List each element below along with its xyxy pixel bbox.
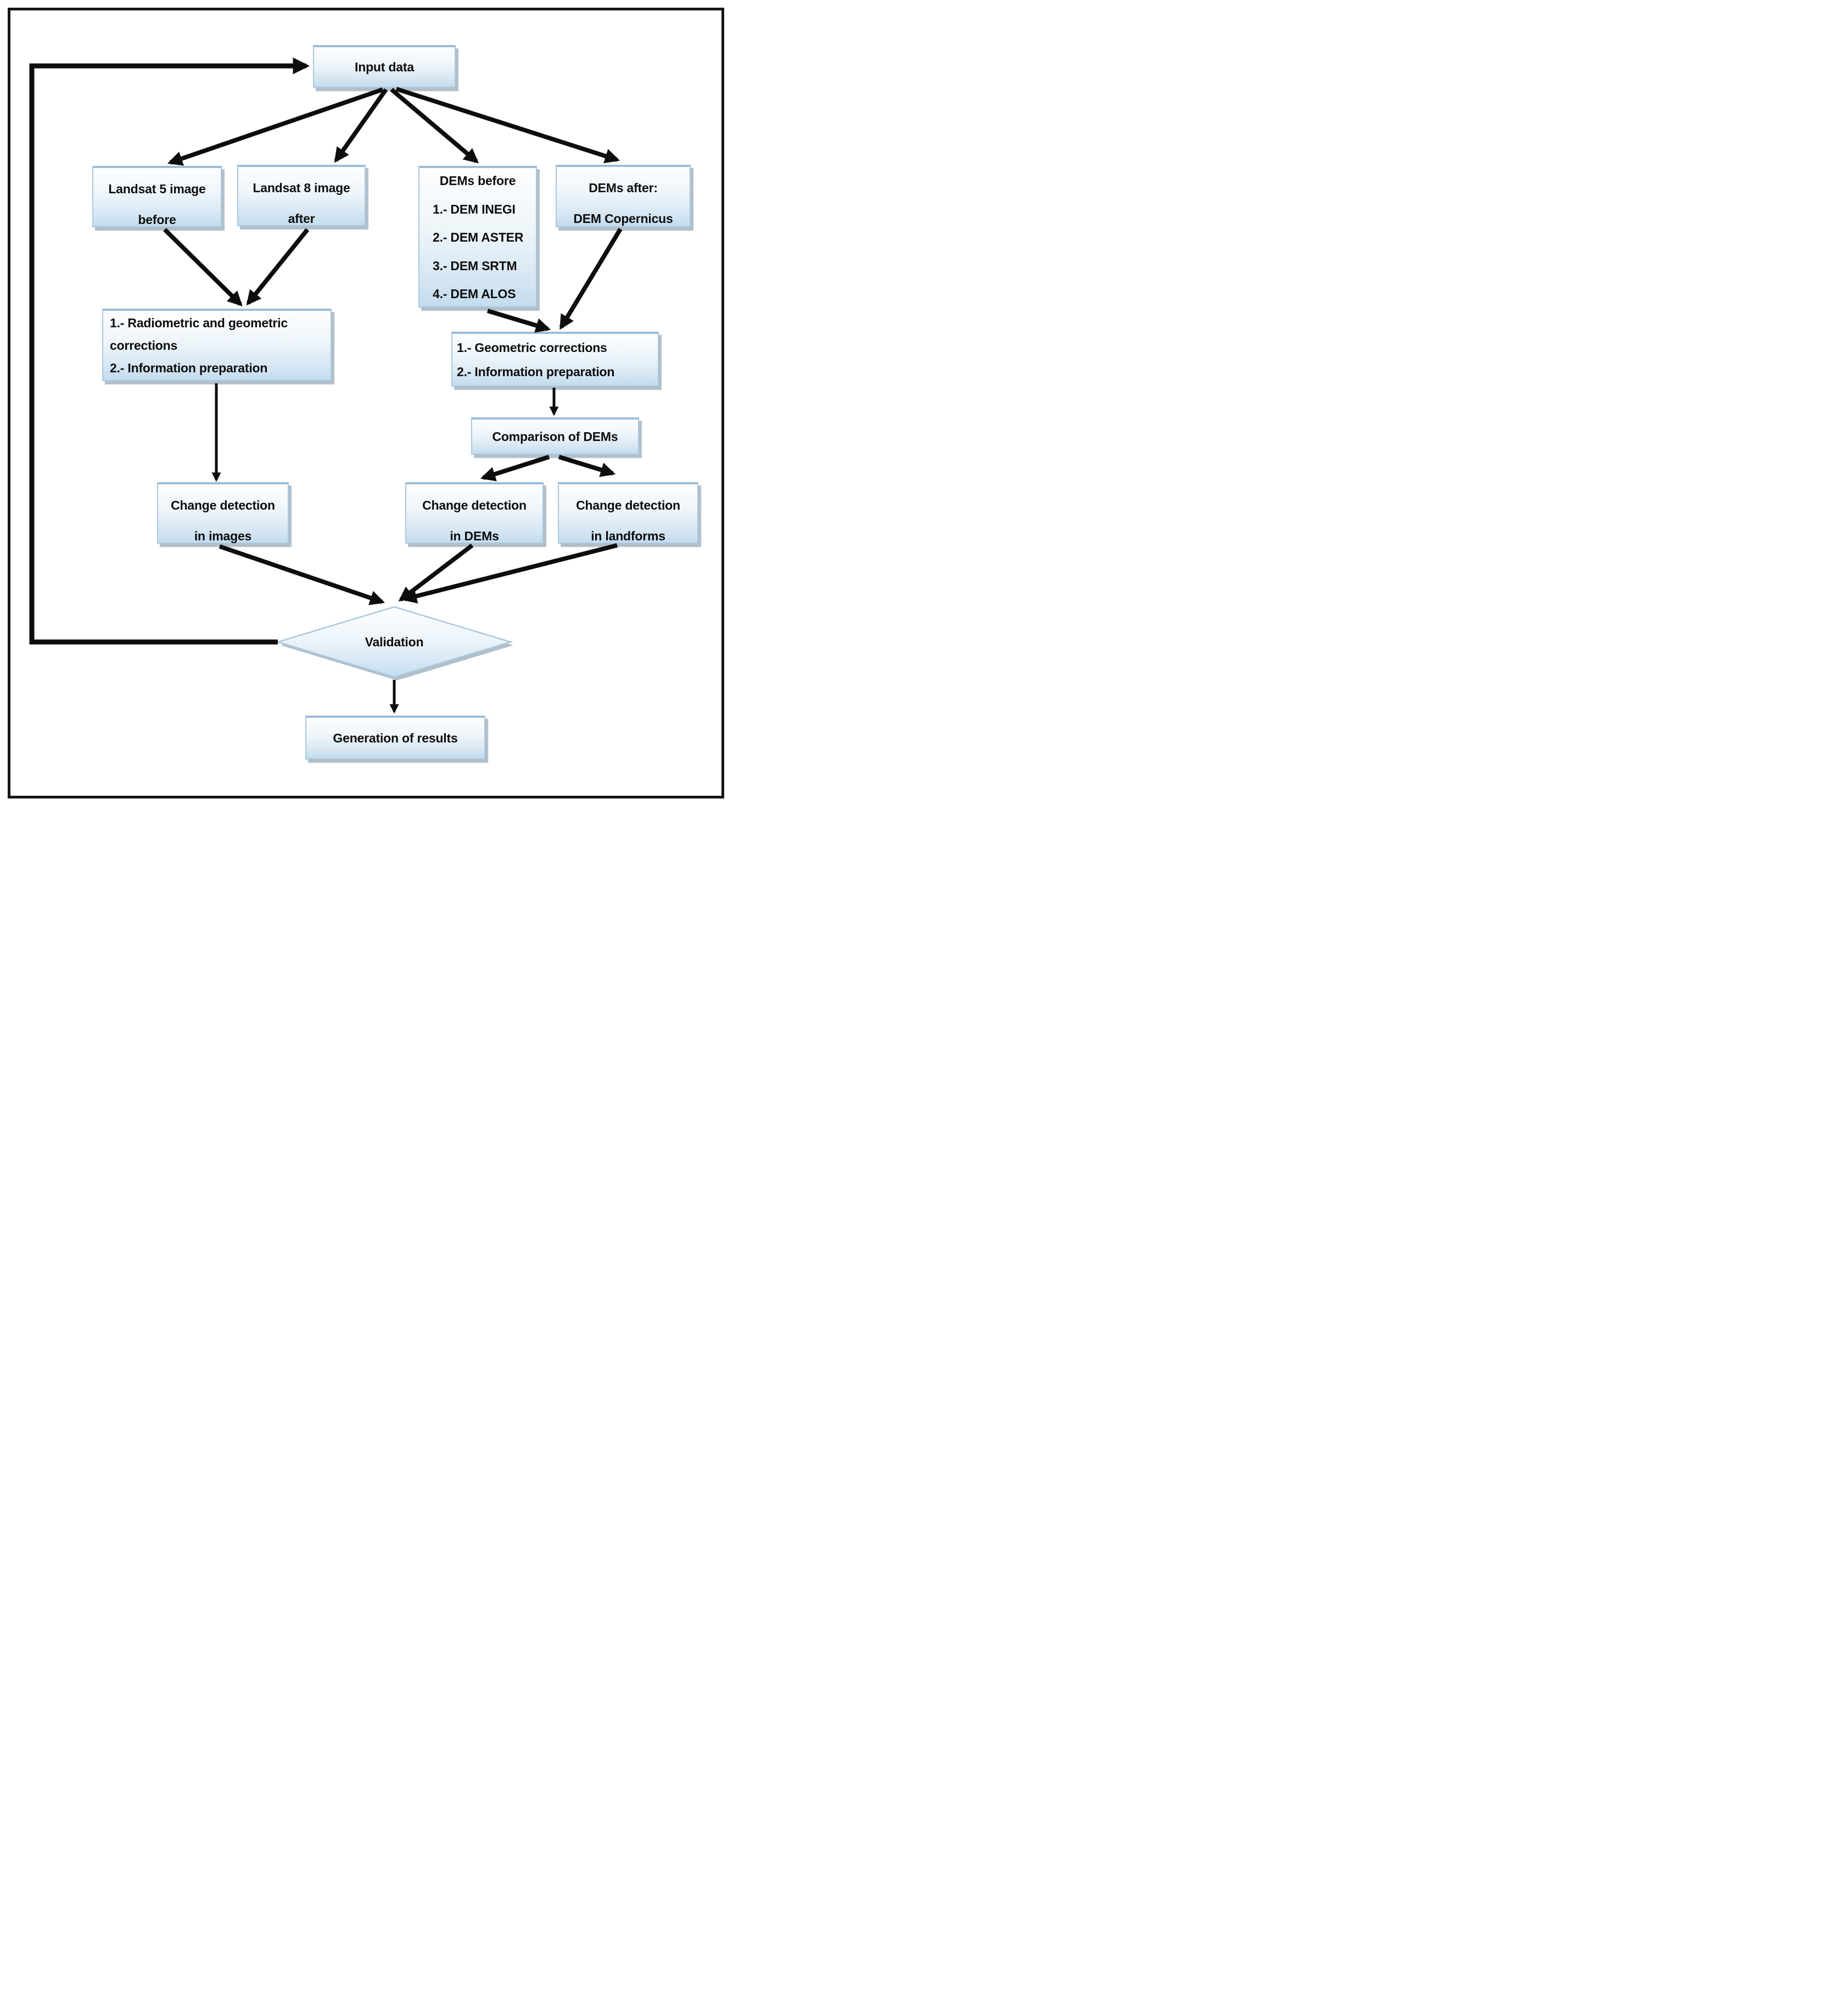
- node-change-detection-landforms: Change detection in landforms: [558, 482, 698, 544]
- node-validation: Validation: [278, 633, 511, 651]
- node-dems-before-list: DEMs before 1.- DEM INEGI 2.- DEM ASTER …: [418, 166, 537, 308]
- outer-border: [8, 8, 724, 798]
- node-label: Change detection: [171, 498, 275, 512]
- list-item: 1.- Radiometric and geometric: [110, 316, 288, 330]
- list-item: 2.- Information preparation: [110, 361, 268, 375]
- node-comparison-of-dems: Comparison of DEMs: [471, 417, 639, 455]
- node-radiometric-geometric-corrections: 1.- Radiometric and geometric correction…: [102, 309, 332, 381]
- node-label: in landforms: [591, 529, 665, 543]
- list-item: 2.- DEM ASTER: [433, 230, 524, 244]
- node-label: Comparison of DEMs: [492, 429, 618, 444]
- node-label: Landsat 5 image: [108, 182, 206, 196]
- node-label: DEMs after:: [589, 181, 658, 195]
- node-label: Change detection: [422, 498, 527, 512]
- node-label: Generation of results: [333, 731, 458, 745]
- node-label: before: [138, 213, 176, 227]
- list-item: 2.- Information preparation: [457, 365, 615, 379]
- node-label: Landsat 8 image: [253, 181, 350, 195]
- node-change-detection-dems: Change detection in DEMs: [405, 482, 544, 544]
- node-input-data: Input data: [313, 45, 456, 88]
- node-label: Change detection: [576, 498, 680, 512]
- node-change-detection-images: Change detection in images: [157, 482, 289, 544]
- node-landsat5-image-before: Landsat 5 image before: [92, 166, 222, 227]
- node-label: after: [288, 211, 315, 226]
- list-item: corrections: [110, 338, 178, 353]
- node-dems-after-copernicus: DEMs after: DEM Copernicus: [556, 165, 691, 227]
- node-label: DEMs before: [439, 174, 516, 188]
- flowchart-canvas: Input data Landsat 5 image before Landsa…: [0, 0, 732, 806]
- list-item: 1.- DEM INEGI: [433, 202, 516, 216]
- node-geometric-corrections: 1.- Geometric corrections 2.- Informatio…: [451, 332, 659, 387]
- node-label: DEM Copernicus: [573, 211, 673, 226]
- node-label: in DEMs: [450, 529, 499, 543]
- list-item: 3.- DEM SRTM: [433, 258, 517, 273]
- node-label: in images: [194, 529, 252, 543]
- list-item: 1.- Geometric corrections: [457, 340, 607, 355]
- node-label: Input data: [355, 60, 414, 74]
- list-item: 4.- DEM ALOS: [433, 287, 516, 301]
- node-label: Validation: [365, 634, 424, 649]
- node-generation-of-results: Generation of results: [305, 716, 485, 760]
- node-landsat8-image-after: Landsat 8 image after: [237, 165, 366, 226]
